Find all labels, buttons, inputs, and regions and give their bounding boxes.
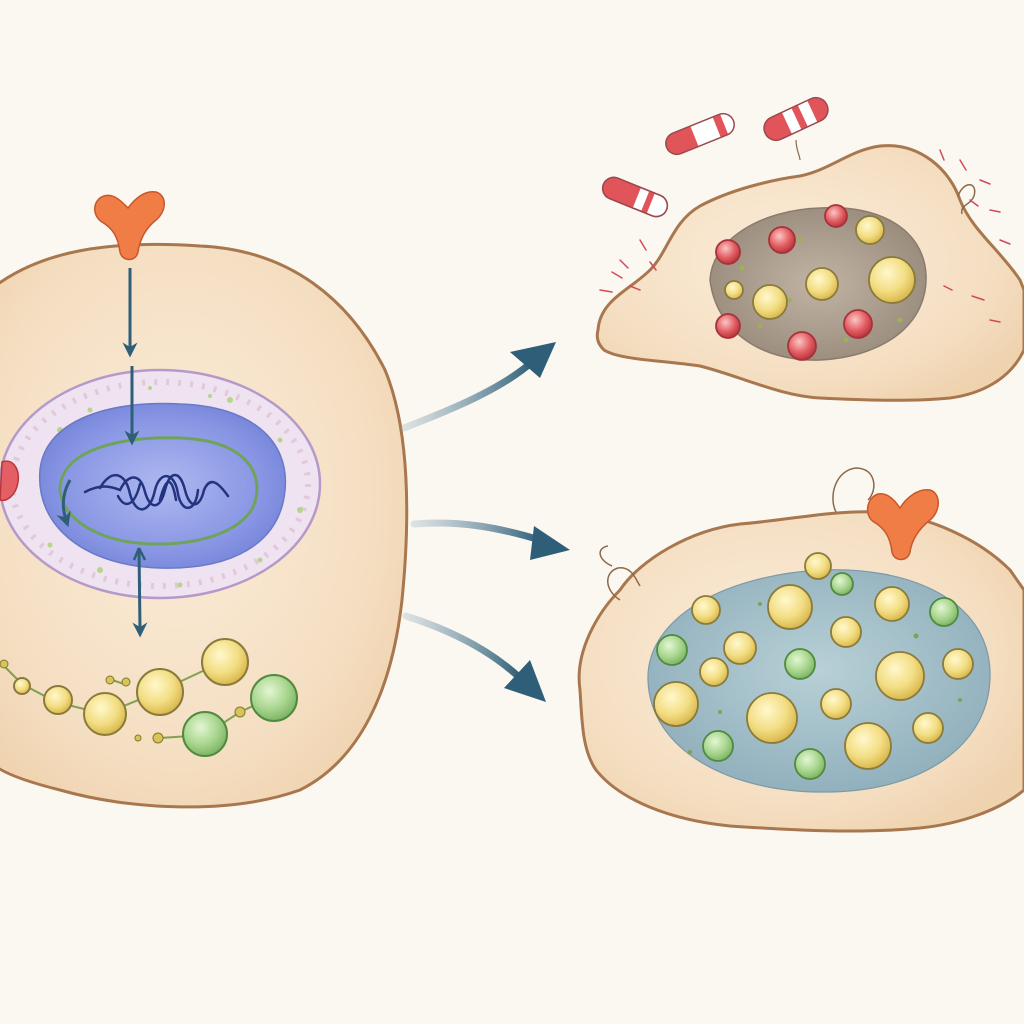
granule-cell bbox=[577, 467, 1024, 833]
dna-icon bbox=[83, 473, 230, 511]
yellow-granule bbox=[691, 595, 721, 625]
envelope-granules bbox=[47, 386, 303, 588]
yellow-granule bbox=[746, 692, 798, 744]
red-granule bbox=[843, 309, 873, 339]
yellow-granule bbox=[875, 651, 925, 701]
receptor-icon bbox=[94, 191, 165, 261]
yellow-granule bbox=[912, 712, 944, 744]
yellow-granule bbox=[874, 586, 910, 622]
red-granule bbox=[768, 226, 796, 254]
green-granule bbox=[250, 674, 298, 722]
yellow-granule bbox=[820, 688, 852, 720]
red-granule bbox=[715, 239, 741, 265]
red-organelle bbox=[0, 460, 20, 502]
green-granule bbox=[702, 730, 734, 762]
red-granule bbox=[824, 204, 848, 228]
green-granule bbox=[656, 634, 688, 666]
yellow-granule bbox=[723, 631, 757, 665]
yellow-granule bbox=[724, 280, 744, 300]
drug-capsules bbox=[601, 96, 829, 218]
yellow-granule bbox=[767, 584, 813, 630]
receptor-icon bbox=[866, 489, 939, 561]
yellow-granule bbox=[201, 638, 249, 686]
yellow-granule bbox=[136, 668, 184, 716]
yellow-granule bbox=[752, 284, 788, 320]
spray-marks bbox=[599, 149, 1011, 323]
arrow-icon bbox=[400, 358, 536, 432]
pathway-arrows bbox=[400, 342, 570, 702]
yellow-granule bbox=[868, 256, 916, 304]
yellow-granule bbox=[830, 616, 862, 648]
capsule-icon bbox=[665, 112, 735, 156]
yellow-granule bbox=[653, 681, 699, 727]
yellow-granule bbox=[699, 657, 729, 687]
green-granule bbox=[794, 748, 826, 780]
yellow-granule bbox=[855, 215, 885, 245]
green-granule bbox=[830, 572, 854, 596]
yellow-granule bbox=[844, 722, 892, 770]
yellow-granule bbox=[83, 692, 127, 736]
treated-cell bbox=[595, 144, 1024, 402]
green-granule bbox=[929, 597, 959, 627]
green-granule bbox=[784, 648, 816, 680]
green-granule bbox=[182, 711, 228, 757]
signal-arrow bbox=[132, 547, 148, 638]
yellow-granule bbox=[805, 267, 839, 301]
signal-arrow bbox=[56, 479, 72, 528]
granule-chain bbox=[0, 638, 298, 757]
nucleolus-ring bbox=[58, 436, 259, 546]
signal-arrows bbox=[56, 268, 148, 638]
source-cell bbox=[0, 191, 409, 809]
healthy-cytoplasm bbox=[647, 569, 991, 793]
yellow-granule bbox=[13, 677, 31, 695]
yellow-granule bbox=[942, 648, 974, 680]
arrow-icon bbox=[402, 612, 524, 682]
yellow-granule bbox=[43, 685, 73, 715]
red-granule bbox=[715, 313, 741, 339]
arrow-icon bbox=[410, 519, 544, 544]
capsule-icon bbox=[763, 96, 829, 142]
yellow-granule bbox=[804, 552, 832, 580]
capsule-icon bbox=[601, 176, 669, 218]
red-granule bbox=[787, 331, 817, 361]
